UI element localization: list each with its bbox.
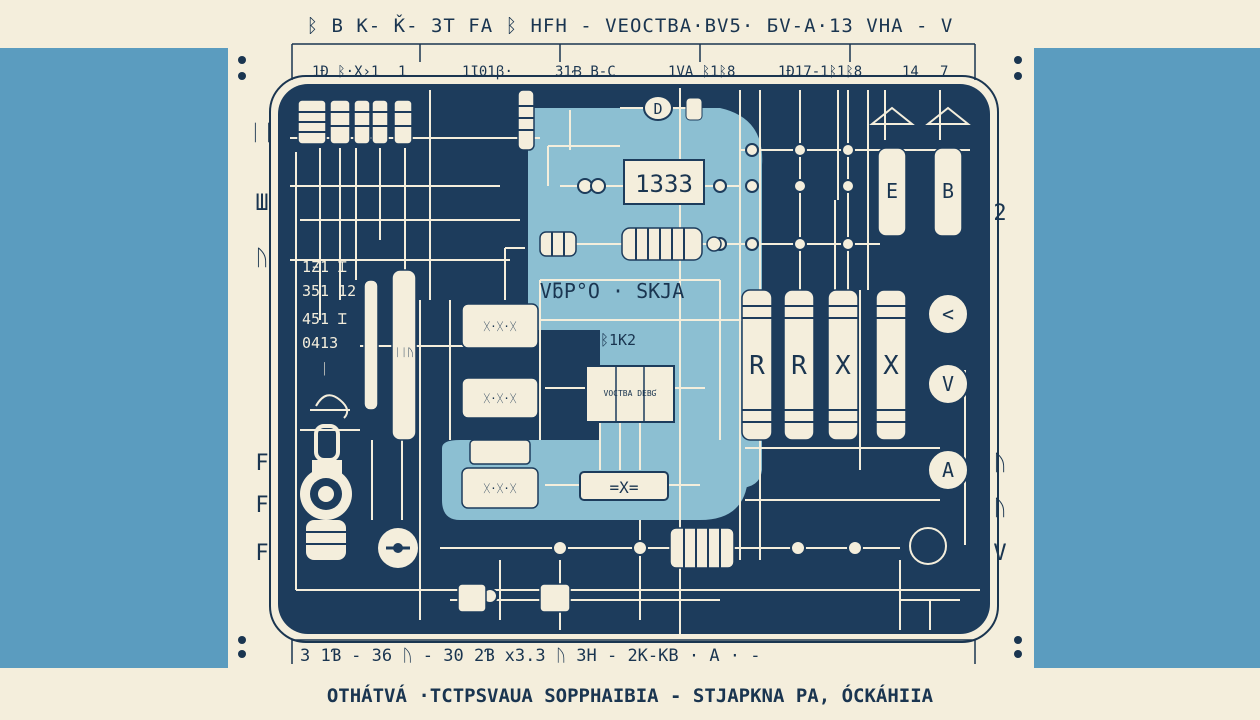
resistor-row [539,227,722,261]
cap-label-2: ᚷ·ᚷ·ᚷ [483,392,516,405]
left-glyph-2: Ш [255,191,268,216]
vertical-resistors-left [363,269,417,441]
x-box-label: =X= [610,478,639,497]
tall-resistor-label-1: R [749,351,765,381]
tall-resistor-label-3: X [835,351,851,381]
top-title: ᛒ B K- Ǩ- 3T FA ᛒ HFH - VEOCTBA·BV5· БV-… [307,14,954,37]
resistor-row-stripes [551,228,685,260]
meter-label-2: V [942,372,954,396]
bottom-ruler: 3 1Ɓ - 36 ᚢ - 30 2Ɓ x3.3 ᚢ 3H - 2K-KB · … [300,646,761,666]
right-edge-glyphs: 2 ᚢ ᚢ V [993,201,1006,566]
meter-label-1: < [942,302,954,326]
board-outline [269,75,999,643]
tall-resistors [741,289,907,441]
ruler-label-5: 1VA ᛒ1ᛒ8 [668,64,735,80]
inductor-bottom [457,527,735,613]
tube-letter-1: E [886,179,898,203]
left-hook-symbol [315,394,349,419]
top-ruler [291,43,976,80]
capacitor-bank [461,303,539,509]
section-title: VƃP°O · SKJA [540,279,685,303]
left-number-1: 1Ƶ1 Ɪ [302,258,347,276]
bottom-ruler-lines [291,639,976,664]
left-number-5: ᛁ [320,360,329,378]
digital-display: 1333 [623,159,705,205]
meter-label-3: A [942,458,954,482]
left-number-3: 451 Ɪ [302,310,347,328]
left-number-4: 0413 [302,334,338,352]
left-bottom-components [300,424,418,568]
left-number-labels: 1Ƶ1 Ɪ 351 12 451 Ɪ 0413 ᛁ [302,258,356,378]
ruler-label-6: 1Ð17-1ᛒ1ᛒ8 [778,64,862,80]
diode-label: D [653,100,662,118]
footer-caption: OTHÁTVÁ ·TCTPSVAUA SOPPHAIBIA - STJAPKNA… [327,683,934,707]
vacuum-tubes [869,106,971,237]
ruler-label-2: 1 [398,64,406,80]
left-glyph-3: ᚢ [255,246,268,271]
tube-labels: E B [886,179,954,203]
ruler-label-7: 14 [902,64,919,80]
ic-chip: VOCTBA DEBƓ [585,365,675,423]
tall-resistor-stripes [742,305,906,423]
left-glyph-5: F [255,493,268,518]
ruler-label-8: 7 [940,64,948,80]
vertical-resistor-label: ᛁᛁᚢ [394,346,414,359]
chip-label: VOCTBA DEBƓ [604,389,657,398]
tall-resistor-labels: R R X X [749,351,899,381]
meter-labels: < V A [942,302,954,482]
left-glyph-1: ᛁᛁ [249,121,275,146]
diode-component: D [620,95,703,121]
tall-resistor-label-2: R [791,351,807,381]
right-glyph-4: V [993,541,1006,566]
right-glyph-2: ᚢ [993,451,1006,476]
ruler-label-4: 31Ꞗ B-C [555,64,616,80]
cap-label-3: ᚷ·ᚷ·ᚷ [483,482,516,495]
meter-symbols [909,293,969,565]
left-glyph-4: F [255,451,268,476]
tube-letter-2: B [942,179,954,203]
ruler-label-1: 1Ð ᛒ·X›1 [312,64,379,80]
resistor-bank-stripes [298,105,534,133]
capacitor-bank-labels: ᚷ·ᚷ·ᚷ ᚷ·ᚷ·ᚷ ᚷ·ᚷ·ᚷ [483,320,516,495]
tall-resistor-label-4: X [883,351,899,381]
left-glyph-6: F [255,541,268,566]
frame-dots [238,56,1022,658]
right-glyph-3: ᚢ [993,496,1006,521]
right-glyph-1: 2 [993,201,1006,226]
ruler-label-3: 1Ɩ01ꞵ· [462,64,513,80]
cap-label-1: ᚷ·ᚷ·ᚷ [483,320,516,333]
left-number-2: 351 12 [302,282,356,300]
x-box-component: =X= [579,471,669,501]
left-blue-panel [0,48,228,668]
inductor-stripes [683,528,721,568]
display-value: 1333 [635,170,693,198]
right-blue-panel [1034,48,1260,668]
section-subtitle: ᛒ1K2 [600,331,636,349]
